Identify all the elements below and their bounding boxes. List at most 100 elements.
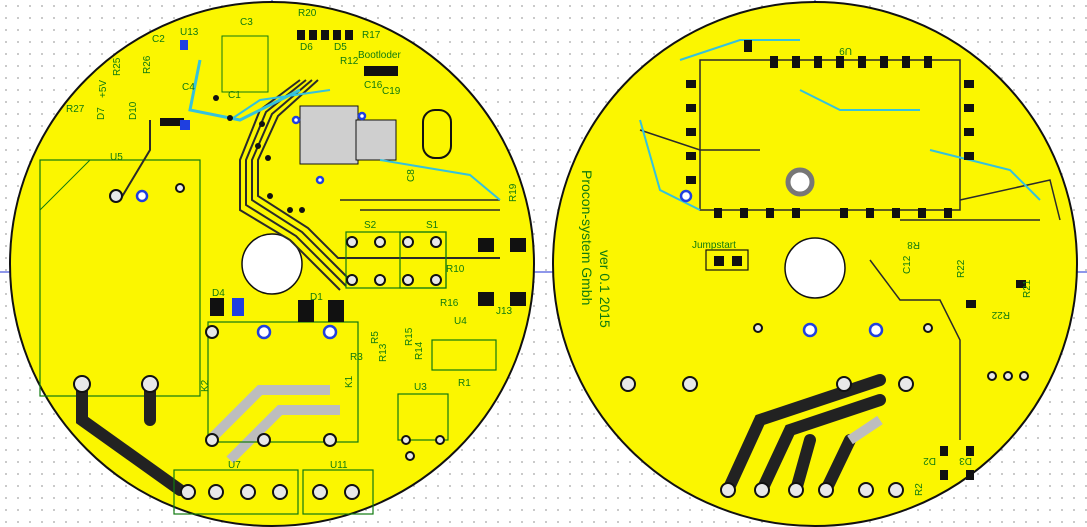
label-r12: R12	[340, 56, 359, 67]
label-d5: D5	[334, 42, 347, 53]
label-k2: K2	[200, 379, 211, 392]
u4-outline	[431, 339, 497, 371]
label-r22b: R22	[956, 259, 967, 278]
switch-s1-outline	[399, 231, 447, 289]
label-c4: C4	[182, 82, 195, 93]
track-top	[257, 79, 500, 259]
track-bottom	[679, 39, 800, 61]
label-c16: C16	[364, 80, 383, 91]
label-u4: U4	[454, 316, 467, 327]
through-hole-pads-right	[620, 323, 1029, 498]
label-r26: R26	[142, 55, 153, 74]
blue-pads-left	[180, 40, 244, 316]
label-r1: R1	[458, 378, 471, 389]
usb-chip	[355, 119, 397, 161]
crystal	[422, 109, 452, 159]
silk-version: ver 0.1 2015	[597, 250, 613, 328]
label-c3: C3	[240, 17, 253, 28]
label-c2: C2	[152, 34, 165, 45]
label-r15: R15	[404, 327, 415, 346]
vias-right	[679, 189, 884, 338]
power-trace	[790, 434, 816, 496]
label-d7: D7	[96, 107, 107, 120]
track-bottom	[229, 89, 331, 121]
label-r27: R27	[66, 104, 85, 115]
power-trace-bottom	[226, 405, 340, 464]
u7-outline	[173, 469, 299, 515]
label-u13: U13	[180, 27, 199, 38]
label-u7: U7	[228, 460, 241, 471]
label-s1: S1	[426, 220, 439, 231]
label-plus5v: +5V	[98, 80, 109, 98]
vias-left	[135, 111, 367, 340]
label-r3: R3	[350, 352, 363, 363]
label-s2: S2	[364, 220, 377, 231]
relay-k2-outline	[207, 321, 359, 443]
label-d1: D1	[310, 292, 323, 303]
track-top	[251, 79, 353, 283]
label-c8: C8	[406, 169, 417, 182]
label-c19: C19	[382, 86, 401, 97]
u5-corner-mark	[39, 159, 91, 211]
label-r19: R19	[508, 183, 519, 202]
track-bottom	[379, 159, 501, 201]
track-top	[245, 79, 347, 287]
label-d4: D4	[212, 288, 225, 299]
track-top	[869, 259, 961, 440]
label-d10: D10	[128, 101, 139, 120]
track-top	[959, 179, 1061, 221]
power-trace-bottom	[847, 415, 883, 445]
label-c1: C1	[228, 90, 241, 101]
power-trace	[722, 374, 886, 496]
label-r10: R10	[446, 264, 465, 275]
track-bottom	[929, 149, 1041, 201]
board-left: U13 C3 R20 R17 D6 D5 Bootloder R12 C2 R2…	[9, 1, 535, 527]
label-u3: U3	[414, 382, 427, 393]
track-bottom	[188, 59, 301, 122]
smd-pads-left	[160, 30, 526, 322]
u5-outline	[39, 159, 201, 397]
label-r21: R21	[1022, 279, 1033, 298]
power-trace	[820, 434, 856, 496]
label-r25: R25	[112, 57, 123, 76]
small-vias-left	[213, 95, 305, 213]
u3-outline	[397, 393, 449, 441]
jumpstart-outline	[705, 249, 749, 271]
label-r8: R8	[907, 239, 920, 250]
label-d6: D6	[300, 42, 313, 53]
u11-outline	[302, 469, 374, 515]
power-trace-bottom	[206, 385, 330, 444]
track-top	[639, 129, 760, 151]
label-r2: R2	[914, 483, 925, 496]
board-right: U9 Jumpstart R8 C12 R21 R22 D2 D3 R2 R22…	[552, 1, 1078, 527]
track-bottom	[639, 119, 701, 211]
label-c12: C12	[902, 255, 913, 274]
power-trace	[756, 394, 886, 496]
label-r5: R5	[370, 331, 381, 344]
label-r16: R16	[440, 298, 459, 309]
mounting-hole-right	[784, 237, 846, 299]
label-r13: R13	[378, 343, 389, 362]
label-j13: J13	[496, 306, 513, 317]
label-u11: U11	[330, 460, 348, 471]
label-r22: R22	[991, 309, 1010, 320]
label-u9: U9	[839, 45, 852, 56]
mounting-hole-left	[241, 233, 303, 295]
track-top	[119, 120, 151, 201]
label-u5: U5	[110, 152, 123, 163]
mcu-chip	[299, 105, 359, 165]
label-k1: K1	[344, 375, 355, 388]
smd-pads-right	[686, 40, 1026, 480]
label-r17: R17	[362, 30, 381, 41]
track-bottom	[799, 89, 920, 111]
label-r20: R20	[298, 8, 317, 19]
label-bootloader: Bootloder	[358, 50, 401, 61]
power-trace	[76, 378, 186, 496]
boss-right	[785, 167, 815, 197]
silk-company-name: Procon-system Gmbh	[579, 170, 595, 305]
u9-outline	[699, 59, 961, 211]
c3-outline	[221, 35, 269, 93]
label-jumpstart: Jumpstart	[692, 240, 736, 251]
label-d2: D2	[923, 455, 936, 466]
